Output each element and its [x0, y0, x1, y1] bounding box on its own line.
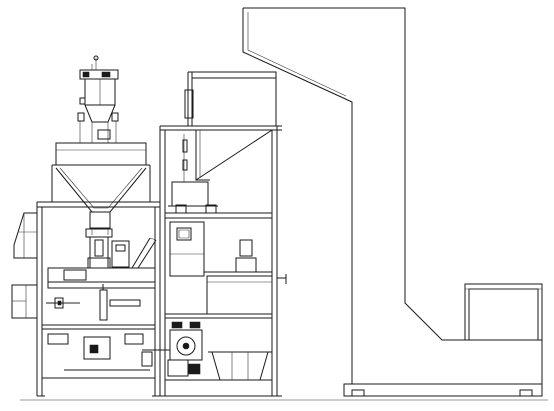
- left-machine-frame: [37, 202, 163, 396]
- inclined-elevator-conveyor: [243, 8, 542, 396]
- main-funnel-hopper: [52, 143, 150, 235]
- left-side-chute: [12, 213, 37, 318]
- center-tower-frame: [156, 72, 282, 396]
- dosing-station: [48, 229, 156, 288]
- lower-tank: [207, 274, 286, 380]
- gear-motor-unit: [142, 322, 202, 376]
- tower-hopper: [168, 130, 272, 213]
- lower-left-mechanism: [46, 284, 150, 370]
- top-motor-assembly: [56, 56, 146, 143]
- control-cabinet: [170, 222, 272, 276]
- collection-bin: [465, 284, 542, 340]
